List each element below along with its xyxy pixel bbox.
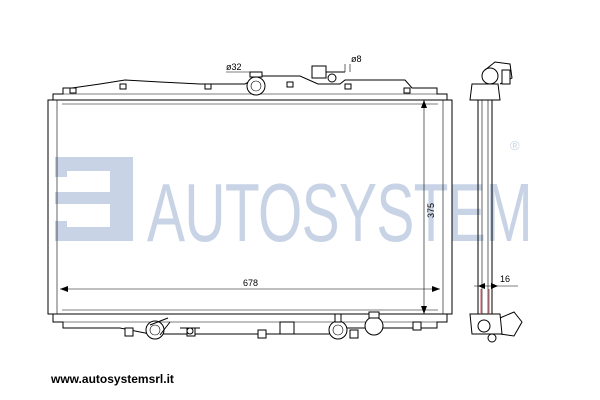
core-height-label: 375: [426, 203, 436, 218]
logo-mark-icon: [55, 157, 133, 241]
watermark-brand: AUTOSYSTEM: [147, 166, 532, 259]
cap-diameter-dimension: ø32: [226, 62, 242, 72]
outlet-fitting-right: [328, 313, 348, 340]
fitting-diameter-dimension: ø8: [351, 54, 362, 64]
bottom-tank: [52, 313, 448, 335]
drain-plug: [364, 311, 384, 336]
core-thickness-label: 16: [500, 274, 510, 284]
watermark-registered-mark: ®: [510, 138, 520, 153]
filler-cap: [226, 71, 266, 96]
fitting-diameter-label: ø8: [351, 54, 362, 64]
top-tank: [52, 75, 448, 101]
watermark-logo: AUTOSYSTEM ®: [55, 138, 533, 259]
core-height-dimension: 375: [421, 100, 436, 314]
core-thickness-dimension: 16: [474, 274, 518, 289]
top-fitting: [311, 64, 351, 83]
radiator-front-view: [47, 64, 453, 340]
core-width-label: 678: [243, 278, 258, 288]
cap-diameter-label: ø32: [226, 62, 242, 72]
core-width-dimension: 678: [60, 278, 440, 292]
outlet-fitting-left: [145, 317, 171, 340]
radiator-side-view: [469, 61, 523, 343]
website-link[interactable]: www.autosystemsrl.it: [51, 372, 174, 386]
small-drain-fitting: [180, 327, 200, 335]
top-tank-clips: [69, 81, 411, 94]
